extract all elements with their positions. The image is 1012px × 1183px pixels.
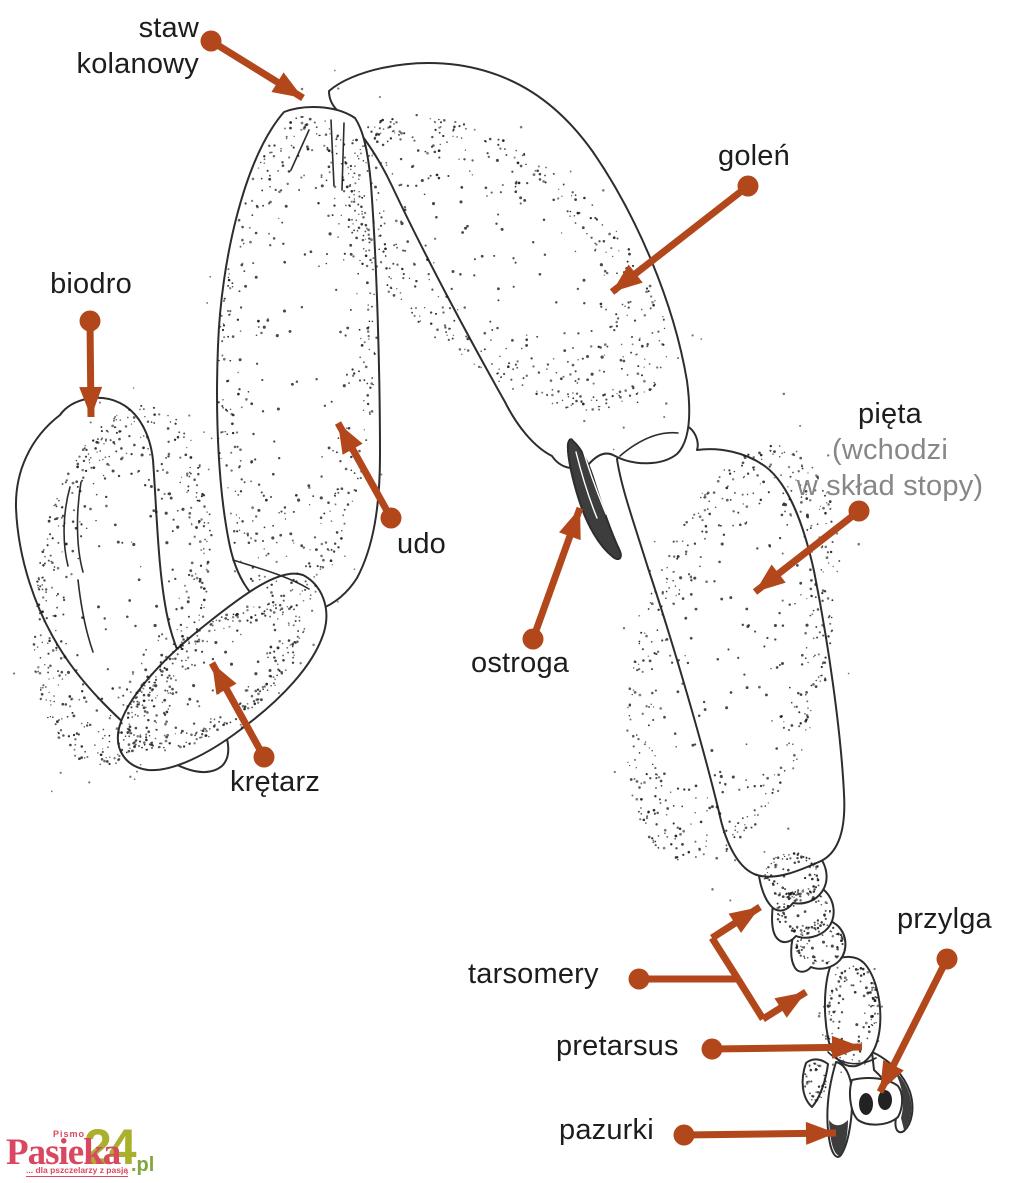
arolium-dark-right	[878, 1090, 892, 1110]
arrow-head-pretarsus	[831, 1035, 862, 1059]
arrow-head-pieta	[755, 564, 786, 592]
tibia-segment	[328, 62, 691, 470]
label-pieta: pięta (wchodzi w skład stopy)	[778, 397, 1002, 505]
label-udo: udo	[397, 528, 446, 560]
label-biodro: biodro	[50, 268, 132, 300]
label-pazurki: pazurki	[559, 1114, 654, 1146]
arrow-line-tarsomery	[735, 977, 766, 1021]
arrow-head-ostroga	[559, 508, 581, 541]
label-golen: goleń	[718, 140, 790, 172]
label-arrows	[79, 30, 958, 1146]
claw-wedge	[801, 1058, 829, 1108]
label-pieta-note-line2: w skład stopy)	[796, 469, 984, 502]
claw-left-dark-tip	[829, 1120, 848, 1156]
arrow-head-kretarz	[212, 663, 237, 695]
arrow-head-udo	[338, 423, 363, 455]
arrow-head-tarsomery-down	[774, 992, 806, 1018]
ink-details	[63, 119, 877, 1065]
label-pieta-main: pięta	[858, 398, 922, 430]
logo-pismo-text: Pismo	[53, 1129, 86, 1139]
label-staw-kolanowy-line2: kolanowy	[76, 47, 199, 80]
arrow-head-tarsomery-up	[728, 907, 760, 933]
logo-tld: .pl	[131, 1154, 155, 1176]
label-ostroga: ostroga	[471, 647, 570, 679]
label-kretarz: krętarz	[230, 766, 321, 798]
label-staw-kolanowy: staw kolanowy	[14, 11, 199, 83]
label-pieta-note-line1: (wchodzi	[831, 433, 949, 466]
arolium-pad	[849, 1077, 904, 1126]
claw-right-dark-tip	[894, 1070, 912, 1130]
logo-name: Pasieka	[6, 1132, 121, 1173]
femur-segment	[216, 106, 381, 616]
arrow-head-biodro	[79, 386, 103, 417]
label-tarsomery: tarsomery	[468, 958, 599, 990]
label-pretarsus: pretarsus	[556, 1030, 679, 1062]
label-staw-kolanowy-line1: staw	[138, 12, 199, 44]
pasieka24-logo: Pismo 24 Pasieka .pl ... dla pszczelarzy…	[6, 1122, 186, 1182]
logo-tagline: ... dla pszczelarzy z pasją	[26, 1165, 129, 1177]
heel-segment	[616, 423, 846, 878]
arrow-head-golen	[612, 264, 643, 292]
spur-highlight	[575, 449, 607, 519]
arrow-head-staw-kolanowy	[271, 72, 303, 98]
arrow-head-przylga	[880, 1060, 904, 1092]
arrow-line-tarsomery	[709, 936, 741, 981]
arolium-dark-left	[859, 1093, 873, 1115]
label-przylga: przylga	[897, 903, 992, 935]
arrow-head-pazurki	[805, 1121, 836, 1145]
logo-number: 24	[84, 1119, 137, 1175]
stipple-dots	[13, 69, 883, 1102]
